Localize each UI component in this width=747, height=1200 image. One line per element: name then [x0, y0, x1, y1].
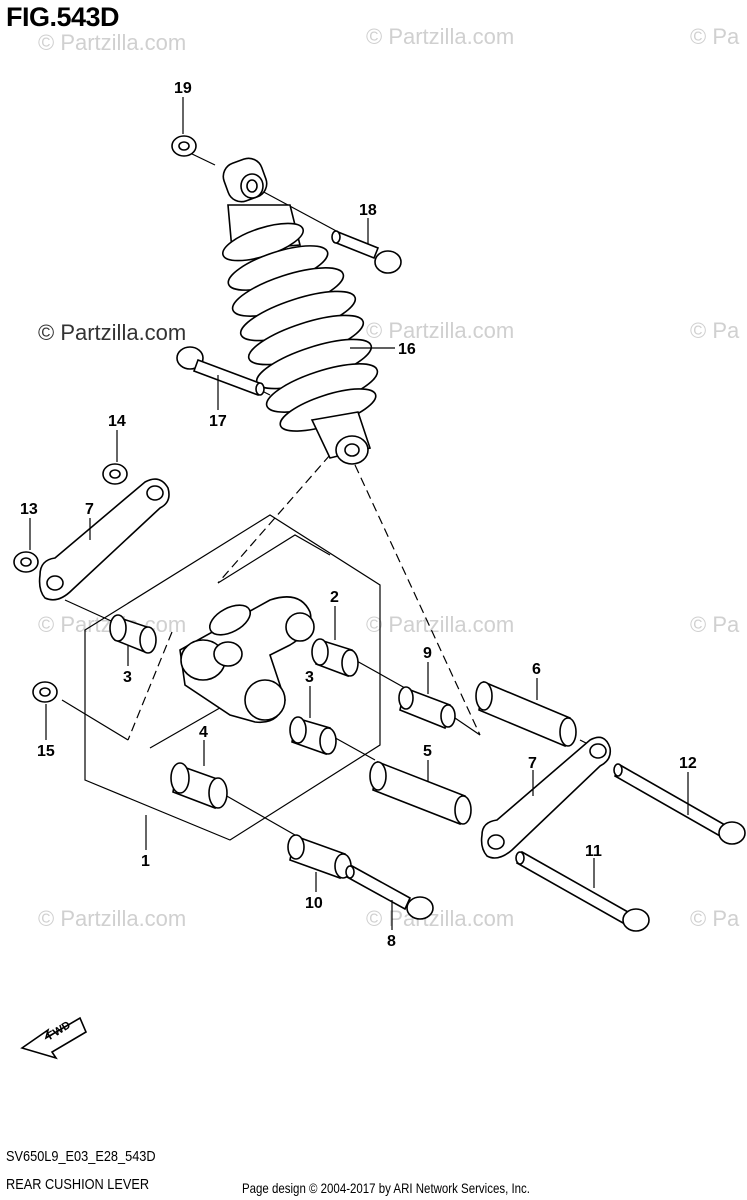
lever-group-inner-outline	[217, 534, 331, 584]
bearing-3-middle[interactable]	[289, 716, 337, 756]
label-part-3-left: 3	[123, 669, 132, 686]
nut-19[interactable]	[171, 135, 197, 157]
bolt-12[interactable]	[613, 763, 746, 845]
nut-14[interactable]	[102, 463, 128, 485]
label-part-13: 13	[20, 501, 38, 518]
centerline	[127, 631, 173, 741]
bolt-8[interactable]	[345, 864, 434, 920]
label-part-11: 11	[585, 843, 602, 860]
label-part-4: 4	[199, 724, 208, 741]
model-code: SV650L9_E03_E28_543D	[6, 1148, 156, 1165]
bolt-17[interactable]	[176, 346, 265, 397]
centerline	[189, 152, 216, 166]
bolt-11[interactable]	[515, 850, 650, 932]
centerline	[224, 794, 296, 836]
bolt-18[interactable]	[331, 230, 402, 274]
label-part-8: 8	[387, 933, 396, 950]
centerline	[454, 717, 481, 736]
watermark: © Partzilla.com	[38, 30, 187, 55]
centerline	[329, 734, 376, 761]
centerline	[61, 699, 129, 741]
watermark: © Pa	[690, 612, 740, 637]
lever-group-outline	[84, 514, 381, 841]
centerline	[354, 659, 406, 689]
centerline	[217, 454, 331, 584]
collar-9[interactable]	[398, 686, 456, 730]
label-part-7-right: 7	[528, 755, 537, 772]
rear-shock-absorber[interactable]	[219, 154, 383, 465]
label-part-17: 17	[209, 413, 227, 430]
label-part-15: 15	[37, 743, 55, 760]
cushion-lever-body[interactable]	[179, 596, 315, 724]
bearing-3-left[interactable]	[109, 614, 157, 654]
label-part-9: 9	[423, 645, 432, 662]
cushion-rod-7-right[interactable]	[480, 736, 612, 859]
watermark: © Pa	[690, 906, 740, 931]
label-part-14: 14	[108, 413, 126, 430]
label-part-16: 16	[398, 341, 416, 358]
label-part-19: 19	[174, 80, 192, 97]
label-part-6: 6	[532, 661, 541, 678]
label-part-1: 1	[141, 853, 150, 870]
lever-group-inner-outline-2	[149, 704, 226, 749]
cushion-rod-7-left[interactable]	[38, 478, 170, 601]
diagram-name: REAR CUSHION LEVER	[6, 1176, 150, 1193]
centerline	[259, 189, 341, 234]
centerline	[354, 464, 481, 736]
page-credit: Page design © 2004-2017 by ARI Network S…	[242, 1180, 530, 1196]
collar-10[interactable]	[287, 834, 352, 880]
figure-title: FIG.543D	[6, 2, 120, 32]
watermark: © Partzilla.com	[366, 906, 515, 931]
label-part-5: 5	[423, 743, 432, 760]
watermark: © Partzilla.com	[38, 906, 187, 931]
watermark: © Partzilla.com	[366, 612, 515, 637]
label-part-2: 2	[330, 589, 339, 606]
nut-15[interactable]	[32, 681, 58, 703]
bearing-2[interactable]	[311, 638, 359, 678]
collar-6[interactable]	[475, 680, 577, 748]
label-part-7-left: 7	[85, 501, 94, 518]
bearing-4[interactable]	[170, 762, 228, 810]
watermark: © Partzilla.com	[38, 320, 187, 345]
label-part-10: 10	[305, 895, 323, 912]
forward-direction-arrow: FWD	[20, 1016, 88, 1060]
label-part-3-middle: 3	[305, 669, 314, 686]
watermark: © Partzilla.com	[366, 318, 515, 343]
watermark: © Pa	[690, 318, 740, 343]
label-part-18: 18	[359, 202, 377, 219]
watermark: © Pa	[690, 24, 740, 49]
label-part-12: 12	[679, 755, 697, 772]
collar-5[interactable]	[369, 760, 472, 826]
watermark: © Partzilla.com	[366, 24, 515, 49]
nut-13[interactable]	[13, 551, 39, 573]
